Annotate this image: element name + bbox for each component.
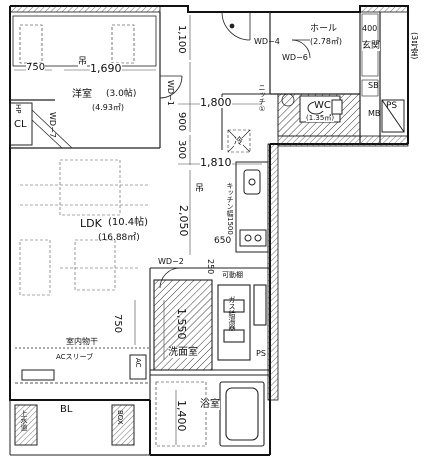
wd1-label: WD−1 — [166, 80, 175, 106]
wc-area-value: (1.35㎡) — [306, 114, 335, 122]
washroom-label: 洗面室 — [168, 347, 198, 358]
ps-label-1: PS — [386, 101, 398, 111]
dim-300: 300 — [176, 140, 187, 160]
western-room-area: (4.93㎡) — [92, 103, 125, 112]
wd4-label: WD−4 — [254, 37, 280, 46]
mb-label: MB — [368, 109, 381, 118]
ps-label-2: PS — [256, 349, 266, 358]
dim-1100: 1,100 — [176, 25, 187, 54]
balcony — [9, 347, 150, 456]
pipe-label: 上水道 — [20, 410, 28, 431]
bath-area — [150, 374, 270, 447]
gas-label: ガス給湯器 — [228, 296, 236, 331]
ldk-tatami: (10.4帖) — [108, 217, 149, 228]
hall-name: ホール — [310, 24, 338, 34]
hanging-label-2: 吊 — [195, 184, 205, 194]
entrance-label: 玄関 — [362, 41, 381, 51]
sb-label: SB — [368, 81, 379, 90]
ac-sleeve-label: ACスリーブ — [56, 353, 94, 361]
refrigerator-label: 冷 — [234, 137, 244, 147]
dim-1800: 1,800 — [200, 96, 232, 109]
ps-areas — [381, 99, 405, 133]
laundry-label: 室内物干 — [66, 337, 98, 346]
dim-750-top: 750 — [26, 62, 46, 73]
ldk-name: LDK — [80, 217, 102, 230]
outer-walls — [9, 5, 409, 456]
dim-1400: 1,400 — [175, 400, 188, 432]
dim-650: 650 — [214, 236, 232, 246]
bath-label: 浴室 — [200, 399, 220, 410]
storage3-label: (3号室) — [410, 32, 419, 60]
dimension-lines — [14, 15, 262, 445]
dim-1690: 1,690 — [90, 62, 122, 75]
closet-label: CL — [14, 119, 27, 130]
dim-750-bottom: 750 — [112, 314, 123, 334]
dim-1550: 1,550 — [175, 308, 188, 340]
wd6-label: WD−6 — [282, 53, 308, 62]
box-label: BOX — [116, 410, 124, 425]
western-room-tatami: (3.0帖) — [106, 89, 137, 99]
hall-area: (2.78㎡) — [310, 37, 343, 46]
balcony-label: BL — [60, 404, 73, 415]
western-room-name: 洋室 — [72, 89, 92, 100]
dim-900: 900 — [176, 112, 187, 132]
shelf-label: 可動棚 — [222, 271, 243, 279]
western-room-walls — [10, 12, 183, 149]
dim-250: 250 — [206, 259, 215, 275]
dim-400: 400 — [362, 24, 378, 33]
wd7-label: WD−7 — [48, 112, 57, 138]
ldk-area: (16.88㎡) — [98, 233, 140, 243]
ac-label: AC — [134, 358, 142, 368]
washroom-area — [149, 267, 270, 400]
closet — [9, 102, 73, 149]
wc-name: WC — [314, 100, 331, 111]
hanging-label-1: 吊 — [78, 57, 88, 67]
ldk-furniture — [19, 159, 150, 296]
wall-hatching — [9, 5, 409, 401]
hp-label: HP — [14, 104, 22, 114]
wd2-label: WD−2 — [158, 257, 184, 266]
kitchen-width-label: キッチン幅1500 — [226, 182, 234, 235]
niche-label: ニッチ① — [258, 84, 266, 113]
dim-1810: 1,810 — [200, 156, 232, 169]
dim-2050: 2,050 — [177, 205, 190, 237]
